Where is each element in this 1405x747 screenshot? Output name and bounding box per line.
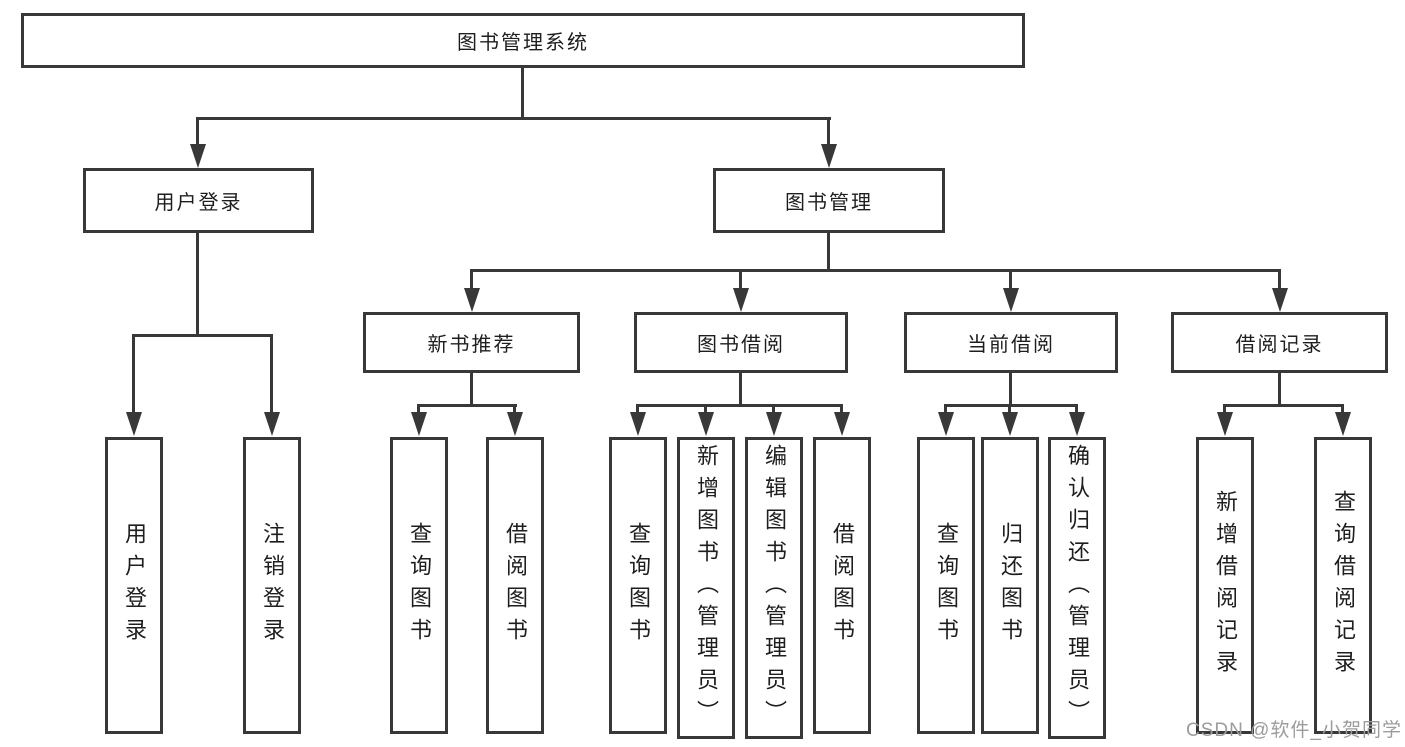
csdn-watermark: CSDN @软件_小贺同学 bbox=[1186, 720, 1402, 741]
node-new-book-recommend-label: 新书推荐 bbox=[427, 334, 516, 356]
connector-root-rail bbox=[196, 117, 831, 120]
leaf-bb-borrow-books: 借阅图书 bbox=[813, 437, 871, 734]
node-book-borrowing-label: 图书借阅 bbox=[697, 334, 785, 356]
leaf-nb-query-books-label: 查询图书 bbox=[407, 521, 432, 650]
leaf-br-add-record: 新增借阅记录 bbox=[1196, 437, 1254, 734]
arrowhead-cb-leaf2 bbox=[1002, 412, 1018, 436]
leaf-br-add-record-label: 新增借阅记录 bbox=[1213, 489, 1238, 682]
leaf-user-login-label: 用户登录 bbox=[122, 521, 147, 650]
connector-login-drop bbox=[132, 334, 135, 414]
connector-records-rail bbox=[1223, 404, 1344, 407]
leaf-br-query-record-label: 查询借阅记录 bbox=[1331, 489, 1356, 682]
connector-bb-leaf1-drop bbox=[636, 404, 639, 416]
connector-userlogin-stem bbox=[196, 233, 199, 336]
connector-bb-leaf4-drop bbox=[840, 404, 843, 416]
arrowhead-borrowing bbox=[733, 288, 749, 312]
arrowhead-bookmgmt bbox=[821, 144, 837, 168]
connector-logout-drop bbox=[270, 334, 273, 414]
leaf-nb-borrow-books-label: 借阅图书 bbox=[503, 521, 528, 650]
connector-newbook-drop bbox=[470, 269, 473, 291]
leaf-bb-edit-books-admin: 编辑图书（管理员） bbox=[745, 437, 803, 739]
arrowhead-newbook bbox=[464, 288, 480, 312]
arrowhead-bb-leaf3 bbox=[766, 412, 782, 436]
leaf-user-login: 用户登录 bbox=[105, 437, 163, 734]
connector-nb-leaf1-drop bbox=[417, 404, 420, 416]
connector-userlogin-rail bbox=[132, 334, 273, 337]
connector-records-drop bbox=[1278, 269, 1281, 291]
node-book-management-label: 图书管理 bbox=[785, 192, 873, 214]
node-book-management: 图书管理 bbox=[713, 168, 945, 233]
connector-borrowing-stem bbox=[739, 373, 742, 406]
arrowhead-current bbox=[1003, 288, 1019, 312]
connector-bookmgmt-stem bbox=[827, 233, 830, 271]
leaf-cb-return-books-label: 归还图书 bbox=[998, 521, 1023, 650]
connector-borrowing-drop bbox=[739, 269, 742, 291]
connector-level3-rail bbox=[470, 269, 1281, 272]
node-current-borrowing: 当前借阅 bbox=[904, 312, 1118, 373]
connector-current-drop bbox=[1009, 269, 1012, 291]
connector-bookmgmt-drop bbox=[827, 117, 830, 148]
leaf-bb-add-books-admin-label: 新增图书（管理员） bbox=[694, 444, 719, 732]
arrowhead-logout bbox=[264, 412, 280, 436]
leaf-cb-query-books-label: 查询图书 bbox=[934, 521, 959, 650]
node-user-login-label: 用户登录 bbox=[154, 192, 243, 214]
node-borrow-records: 借阅记录 bbox=[1171, 312, 1388, 373]
arrowhead-br-leaf1 bbox=[1217, 412, 1233, 436]
leaf-logout: 注销登录 bbox=[243, 437, 301, 734]
arrowhead-nb-leaf1 bbox=[411, 412, 427, 436]
leaf-bb-query-books-label: 查询图书 bbox=[626, 521, 651, 650]
arrowhead-bb-leaf2 bbox=[698, 412, 714, 436]
leaf-nb-query-books: 查询图书 bbox=[390, 437, 448, 734]
connector-bb-leaf2-drop bbox=[704, 404, 707, 416]
arrowhead-cb-leaf1 bbox=[938, 412, 954, 436]
node-borrow-records-label: 借阅记录 bbox=[1235, 334, 1324, 356]
connector-nb-leaf2-drop bbox=[513, 404, 516, 416]
leaf-nb-borrow-books: 借阅图书 bbox=[486, 437, 544, 734]
connector-current-rail bbox=[944, 404, 1078, 407]
arrowhead-userlogin bbox=[190, 144, 206, 168]
connector-bb-leaf3-drop bbox=[772, 404, 775, 416]
arrowhead-nb-leaf2 bbox=[507, 412, 523, 436]
node-current-borrowing-label: 当前借阅 bbox=[967, 334, 1055, 356]
node-user-login: 用户登录 bbox=[83, 168, 314, 233]
connector-records-stem bbox=[1278, 373, 1281, 406]
connector-cb-leaf1-drop bbox=[944, 404, 947, 416]
arrowhead-bb-leaf1 bbox=[630, 412, 646, 436]
arrowhead-cb-leaf3 bbox=[1069, 412, 1085, 436]
connector-br-leaf2-drop bbox=[1341, 404, 1344, 416]
leaf-cb-confirm-return-admin: 确认归还（管理员） bbox=[1048, 437, 1106, 739]
leaf-bb-add-books-admin: 新增图书（管理员） bbox=[677, 437, 735, 739]
connector-root-stem bbox=[521, 68, 524, 119]
connector-cb-leaf3-drop bbox=[1075, 404, 1078, 416]
leaf-cb-confirm-return-admin-label: 确认归还（管理员） bbox=[1065, 444, 1090, 732]
node-root-label: 图书管理系统 bbox=[457, 32, 589, 54]
connector-newbook-rail bbox=[417, 404, 517, 407]
node-new-book-recommend: 新书推荐 bbox=[363, 312, 580, 373]
connector-borrowing-rail bbox=[636, 404, 843, 407]
leaf-bb-edit-books-admin-label: 编辑图书（管理员） bbox=[762, 444, 787, 732]
connector-newbook-stem bbox=[470, 373, 473, 406]
arrowhead-records bbox=[1272, 288, 1288, 312]
leaf-bb-query-books: 查询图书 bbox=[609, 437, 667, 734]
connector-current-stem bbox=[1009, 373, 1012, 406]
node-root-system: 图书管理系统 bbox=[21, 13, 1025, 68]
leaf-bb-borrow-books-label: 借阅图书 bbox=[830, 521, 855, 650]
arrowhead-bb-leaf4 bbox=[834, 412, 850, 436]
leaf-logout-label: 注销登录 bbox=[260, 521, 285, 650]
arrowhead-br-leaf2 bbox=[1335, 412, 1351, 436]
leaf-br-query-record: 查询借阅记录 bbox=[1314, 437, 1372, 734]
leaf-cb-query-books: 查询图书 bbox=[917, 437, 975, 734]
connector-br-leaf1-drop bbox=[1223, 404, 1226, 416]
node-book-borrowing: 图书借阅 bbox=[634, 312, 848, 373]
leaf-cb-return-books: 归还图书 bbox=[981, 437, 1039, 734]
arrowhead-login bbox=[126, 412, 142, 436]
connector-userlogin-drop bbox=[196, 117, 199, 148]
connector-cb-leaf2-drop bbox=[1008, 404, 1011, 416]
